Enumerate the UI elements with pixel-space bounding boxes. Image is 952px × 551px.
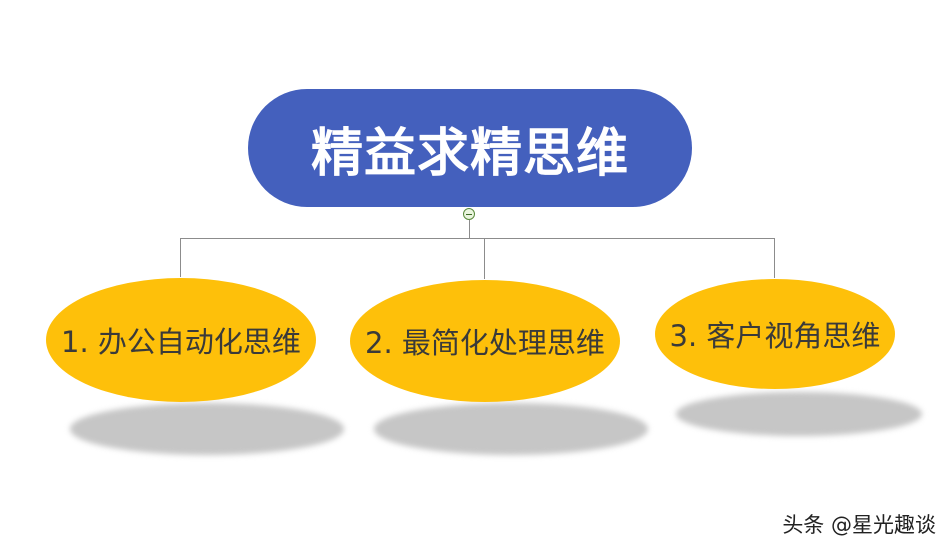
collapse-toggle-icon[interactable] (463, 208, 475, 220)
child-node-1-shadow (70, 403, 344, 455)
child-node-1[interactable]: 1. 办公自动化思维 (46, 278, 316, 402)
child-node-3-shadow (676, 392, 922, 436)
connector-root-stem (469, 220, 470, 239)
child-node-3-label: 3. 客户视角思维 (669, 319, 881, 353)
connector-horizontal-bar (180, 238, 775, 239)
connector-to-child-2 (484, 238, 485, 279)
root-node-label: 精益求精思维 (310, 123, 629, 184)
child-node-3[interactable]: 3. 客户视角思维 (655, 279, 895, 389)
child-node-2[interactable]: 2. 最简化处理思维 (350, 280, 620, 402)
watermark-text: 头条 @星光趣谈 (782, 513, 936, 537)
root-node[interactable]: 精益求精思维 (248, 89, 692, 207)
child-node-2-label: 2. 最简化处理思维 (365, 326, 605, 360)
connector-to-child-1 (180, 238, 181, 277)
child-node-1-label: 1. 办公自动化思维 (61, 325, 301, 359)
connector-to-child-3 (774, 238, 775, 278)
child-node-2-shadow (374, 403, 648, 455)
